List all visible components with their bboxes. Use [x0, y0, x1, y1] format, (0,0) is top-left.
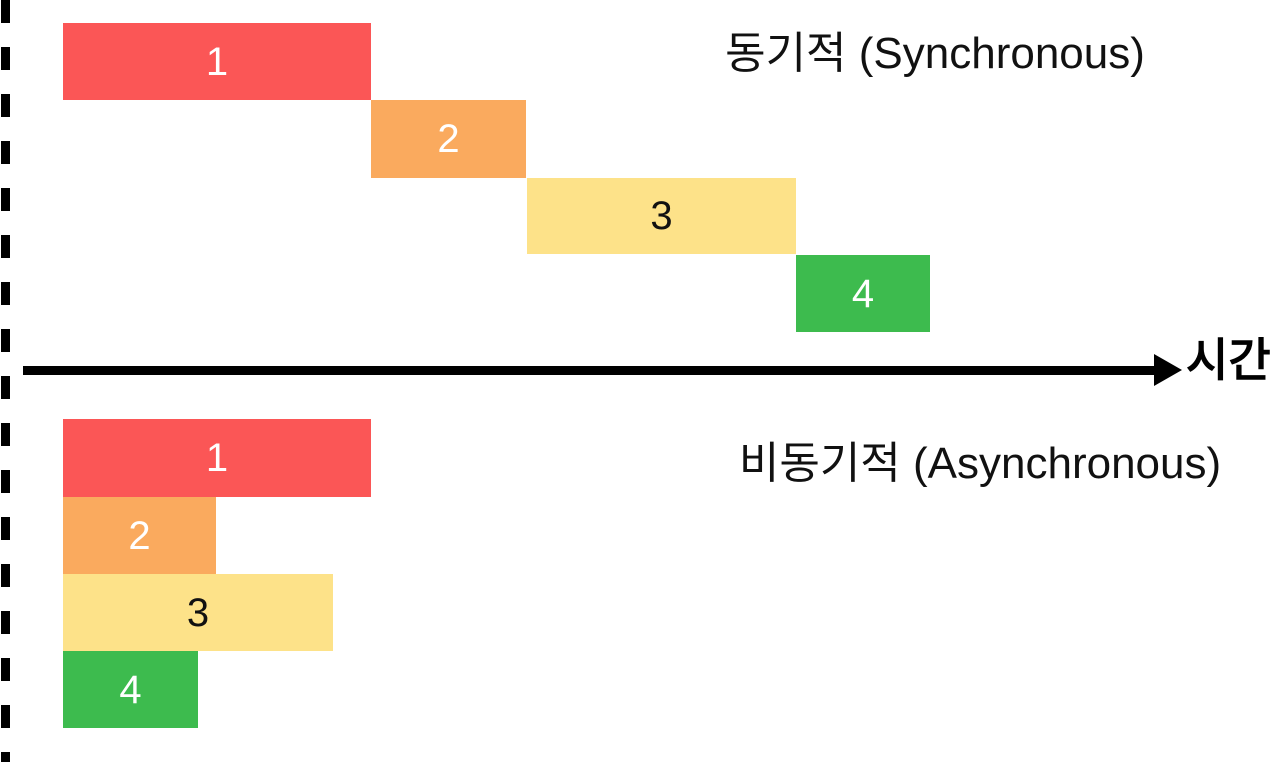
sync-section-title: 동기적 (Synchronous) [725, 29, 1145, 78]
task-bar-label: 4 [851, 271, 875, 316]
task-bar-label: 1 [205, 436, 229, 480]
async-task-bar-1: 1 [63, 419, 371, 497]
task-bar-label: 1 [205, 39, 229, 84]
async-task-bar-4: 4 [63, 651, 198, 728]
task-bar-label: 2 [128, 513, 151, 558]
sync-task-bar-2: 2 [371, 100, 526, 178]
task-bar-label: 4 [119, 667, 142, 712]
task-bar-label: 2 [437, 117, 460, 161]
sync-task-bar-3: 3 [527, 178, 796, 254]
async-task-bar-3: 3 [63, 574, 333, 651]
time-axis-arrowhead-icon [1154, 354, 1182, 386]
time-axis-label: 시간 [1186, 334, 1271, 386]
async-task-bar-2: 2 [63, 497, 216, 574]
sync-task-bar-1: 1 [63, 23, 371, 100]
task-bar-label: 3 [186, 590, 210, 635]
time-axis-line [23, 366, 1156, 375]
async-section-title: 비동기적 (Asynchronous) [738, 439, 1222, 488]
task-bar-label: 3 [650, 194, 673, 238]
timeline-start-dashed-line [1, 0, 10, 762]
sync-task-bar-4: 4 [796, 255, 930, 332]
